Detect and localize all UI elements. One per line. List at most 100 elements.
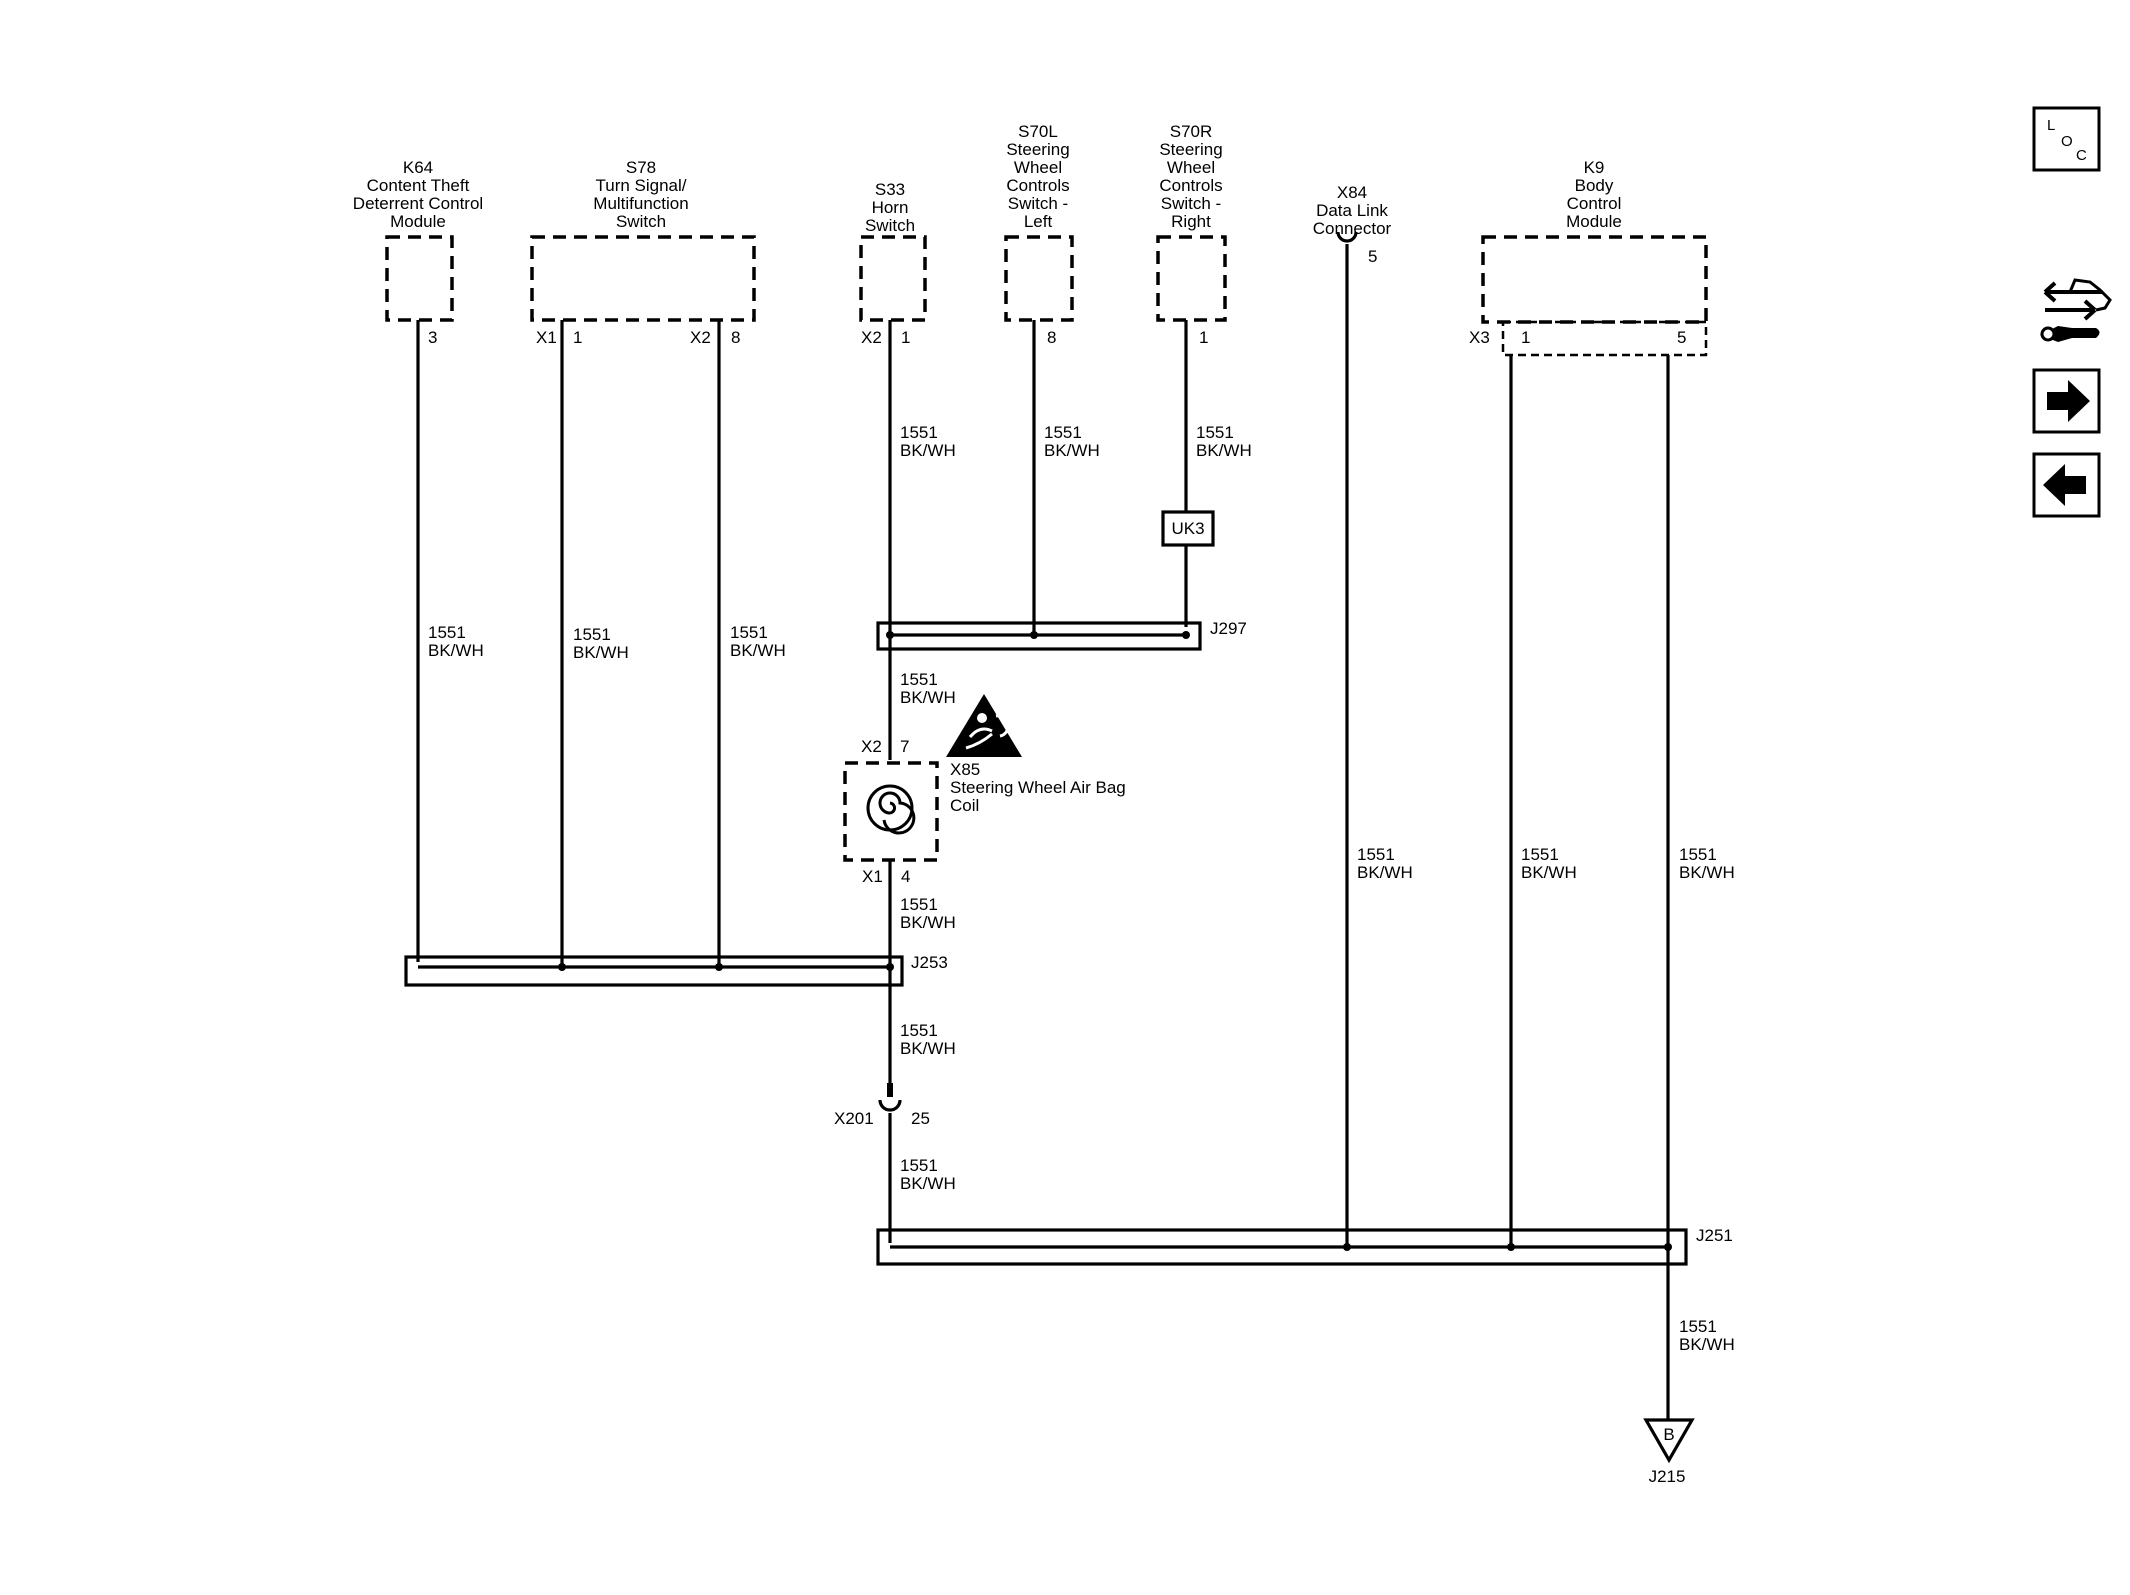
s70l-switch-box[interactable]	[1004, 235, 1074, 322]
airbag-warning-icon	[946, 694, 1022, 757]
s70l-pin: 8	[1047, 328, 1056, 347]
svg-text:1551: 1551	[1521, 845, 1559, 864]
splice-j297[interactable]: J297	[876, 619, 1247, 651]
svg-text:4: 4	[901, 867, 910, 886]
svg-text:S70L: S70L	[1018, 122, 1058, 141]
svg-text:Switch: Switch	[865, 216, 915, 235]
svg-text:L: L	[2047, 117, 2055, 134]
svg-text:K64: K64	[403, 158, 433, 177]
svg-text:Wheel: Wheel	[1167, 158, 1215, 177]
svg-text:BK/WH: BK/WH	[900, 688, 956, 707]
svg-text:Steering: Steering	[1006, 140, 1069, 159]
svg-text:Controls: Controls	[1006, 176, 1069, 195]
wires	[416, 244, 1670, 1420]
k64-module-box[interactable]	[385, 235, 454, 322]
svg-text:1551: 1551	[900, 423, 938, 442]
svg-text:X1: X1	[862, 867, 883, 886]
svg-text:1551: 1551	[900, 1156, 938, 1175]
svg-text:BK/WH: BK/WH	[900, 441, 956, 460]
svg-text:Switch -: Switch -	[1008, 194, 1068, 213]
svg-text:C: C	[2076, 147, 2087, 164]
svg-text:Steering Wheel Air Bag: Steering Wheel Air Bag	[950, 778, 1126, 797]
svg-text:Deterrent Control: Deterrent Control	[353, 194, 483, 213]
s78-pin-1: 1	[573, 328, 582, 347]
s78-conn-x1: X1	[536, 328, 557, 347]
s70r-switch-box[interactable]	[1156, 235, 1227, 322]
s78-conn-x2: X2	[690, 328, 711, 347]
x201-inline-connector[interactable]: X201 25	[834, 1083, 930, 1128]
s33-pin: 1	[901, 328, 910, 347]
svg-text:Content Theft: Content Theft	[367, 176, 470, 195]
s70l-label: S70L Steering Wheel Controls Switch - Le…	[1006, 122, 1069, 231]
back-arrow-icon	[2043, 464, 2086, 506]
s33-horn-switch-box[interactable]	[859, 235, 927, 322]
svg-text:Left: Left	[1024, 212, 1053, 231]
ground-j215[interactable]: B J215	[1643, 1418, 1695, 1486]
s70r-label: S70R Steering Wheel Controls Switch - Ri…	[1159, 122, 1222, 231]
svg-text:Connector: Connector	[1313, 219, 1392, 238]
svg-text:BK/WH: BK/WH	[1521, 863, 1577, 882]
svg-text:Module: Module	[390, 212, 446, 231]
svg-text:X84: X84	[1337, 183, 1367, 202]
svg-text:BK/WH: BK/WH	[573, 643, 629, 662]
s78-label: S78 Turn Signal/ Multifunction Switch	[593, 158, 688, 231]
svg-text:J215: J215	[1649, 1467, 1686, 1486]
svg-text:BK/WH: BK/WH	[730, 641, 786, 660]
svg-text:BK/WH: BK/WH	[428, 641, 484, 660]
x84-connector-symbol	[1336, 231, 1358, 243]
svg-text:Switch -: Switch -	[1161, 194, 1221, 213]
coil-spiral-icon	[878, 791, 916, 835]
component-view-icon[interactable]	[2040, 278, 2112, 342]
k64-label: K64 Content Theft Deterrent Control Modu…	[353, 158, 483, 231]
svg-text:Turn Signal/: Turn Signal/	[595, 176, 686, 195]
x84-pin: 5	[1368, 247, 1377, 266]
s70r-pin: 1	[1199, 328, 1208, 347]
svg-text:BK/WH: BK/WH	[1679, 1335, 1735, 1354]
x85-airbag-coil[interactable]: X2 7 X1 4 X85 Steering Wheel Air Bag Coi…	[843, 737, 1126, 886]
svg-text:UK3: UK3	[1171, 519, 1204, 538]
svg-text:BK/WH: BK/WH	[900, 1174, 956, 1193]
splice-j253[interactable]: J253	[404, 953, 948, 987]
svg-text:Module: Module	[1566, 212, 1622, 231]
svg-text:X2: X2	[861, 737, 882, 756]
svg-text:1551: 1551	[900, 670, 938, 689]
svg-text:Controls: Controls	[1159, 176, 1222, 195]
s78-switch-box[interactable]	[530, 235, 756, 322]
svg-text:BK/WH: BK/WH	[1196, 441, 1252, 460]
s33-conn: X2	[861, 328, 882, 347]
svg-text:1551: 1551	[1196, 423, 1234, 442]
svg-text:1551: 1551	[900, 1021, 938, 1040]
k9-conn-x3: X3	[1469, 328, 1490, 347]
svg-text:1551: 1551	[573, 625, 611, 644]
svg-text:25: 25	[911, 1109, 930, 1128]
svg-text:S78: S78	[626, 158, 656, 177]
splice-j251[interactable]: J251	[876, 1226, 1733, 1266]
uk3-component[interactable]: UK3	[1161, 510, 1215, 547]
k9-module-box[interactable]	[1481, 235, 1708, 324]
k9-pin-1: 1	[1521, 328, 1530, 347]
loc-button[interactable]: L O C	[2032, 106, 2101, 172]
svg-text:1551: 1551	[1679, 1317, 1717, 1336]
svg-text:1551: 1551	[1044, 423, 1082, 442]
back-arrow-button[interactable]	[2032, 452, 2101, 518]
svg-text:J253: J253	[911, 953, 948, 972]
forward-arrow-button[interactable]	[2032, 368, 2101, 434]
x84-label: X84 Data Link Connector	[1313, 183, 1392, 238]
svg-text:1551: 1551	[1357, 845, 1395, 864]
forward-arrow-icon	[2047, 380, 2090, 422]
svg-text:K9: K9	[1584, 158, 1605, 177]
svg-text:O: O	[2061, 133, 2073, 150]
svg-text:BK/WH: BK/WH	[1357, 863, 1413, 882]
svg-text:J297: J297	[1210, 619, 1247, 638]
